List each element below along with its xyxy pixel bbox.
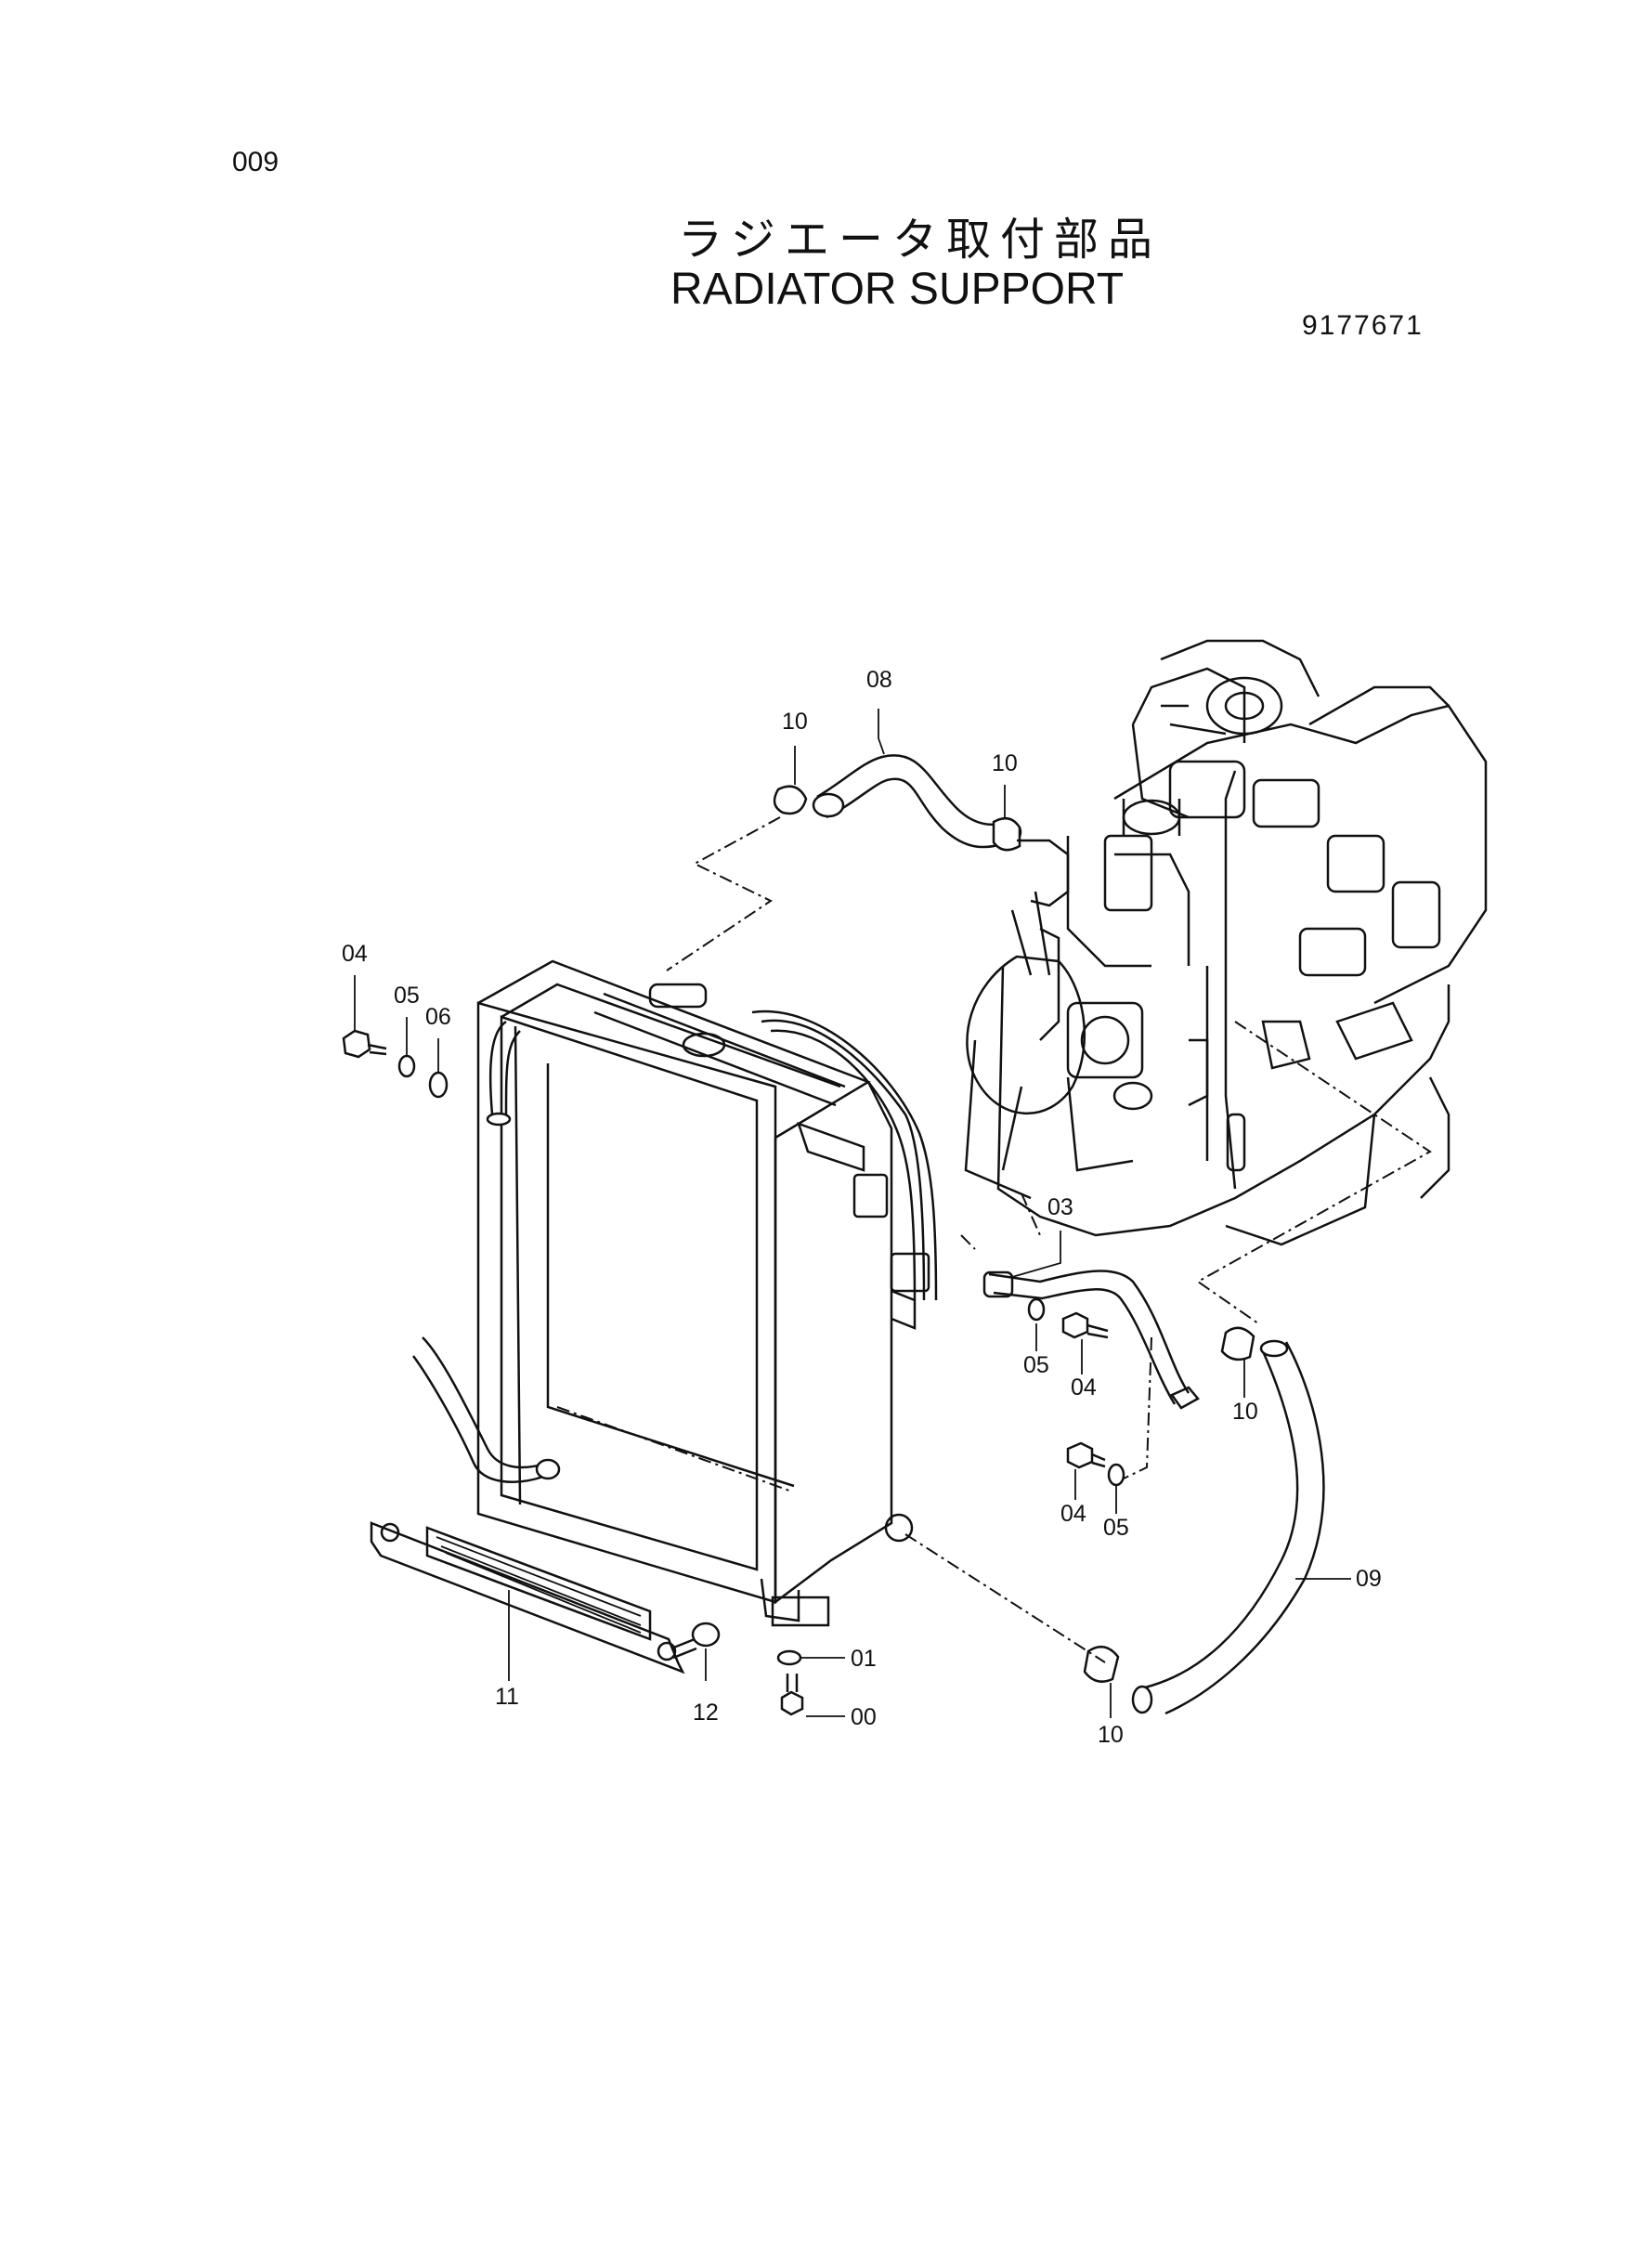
washer-06-left <box>428 1071 449 1099</box>
callout-04: 04 <box>1060 1501 1086 1527</box>
hose-clamp-10-top-right <box>992 816 1021 852</box>
page-title: RADIATOR SUPPORT <box>670 265 1125 314</box>
lock-washer-05-low <box>1107 1463 1125 1487</box>
lower-radiator-hose-09 <box>1131 1339 1325 1715</box>
page-number: 009 <box>232 147 280 177</box>
callout-00: 00 <box>851 1704 877 1730</box>
upper-radiator-hose-08 <box>812 754 1022 849</box>
hose-clamp-10-right <box>1220 1326 1255 1362</box>
callout-10: 10 <box>1232 1399 1258 1425</box>
bolt-04-left <box>342 1029 387 1059</box>
cooling-fan <box>964 891 1134 1200</box>
callout-labels: 08 10 10 04 05 06 03 05 04 10 04 05 09 1… <box>342 667 1382 1748</box>
callout-06: 06 <box>425 1004 451 1030</box>
hose-clamp-10-bottom <box>1083 1645 1120 1683</box>
overflow-tube <box>751 1010 938 1301</box>
callout-10: 10 <box>992 750 1018 776</box>
bolt-04-mid <box>1061 1311 1109 1339</box>
bolt-12 <box>670 1622 721 1660</box>
bolt-04-low <box>1066 1441 1106 1469</box>
engine-assembly <box>996 639 1488 1246</box>
callout-01: 01 <box>851 1646 877 1672</box>
page-title-japanese: ラジエータ取付部品 <box>678 214 1163 266</box>
radiator <box>476 959 930 1627</box>
lock-washer-05-mid <box>1027 1297 1046 1322</box>
lower-shroud-11 <box>370 1521 685 1674</box>
thermostat-housing <box>1017 839 1070 907</box>
bolt-00 <box>780 1674 804 1716</box>
callout-04: 04 <box>1071 1375 1097 1401</box>
callout-05: 05 <box>1023 1352 1049 1378</box>
callout-05: 05 <box>1103 1515 1129 1541</box>
assembly-part-number: 9177671 <box>1302 310 1424 341</box>
radiator-lower-tube-left <box>411 1020 561 1483</box>
callout-12: 12 <box>693 1700 719 1726</box>
stay-bracket-03 <box>982 1270 1200 1410</box>
callout-03: 03 <box>1047 1194 1073 1220</box>
alignment-lines <box>556 816 1432 1663</box>
callout-11: 11 <box>495 1684 519 1710</box>
leader-lines <box>354 709 1351 1718</box>
callout-10: 10 <box>782 709 808 735</box>
callout-04: 04 <box>342 941 368 967</box>
hose-clamp-10-top-left <box>773 785 808 815</box>
callout-10: 10 <box>1098 1722 1124 1748</box>
callout-05: 05 <box>394 983 420 1009</box>
lock-washer-05-left <box>397 1054 416 1078</box>
callout-08: 08 <box>866 667 892 693</box>
washer-01 <box>776 1649 802 1666</box>
callout-09: 09 <box>1356 1566 1382 1592</box>
